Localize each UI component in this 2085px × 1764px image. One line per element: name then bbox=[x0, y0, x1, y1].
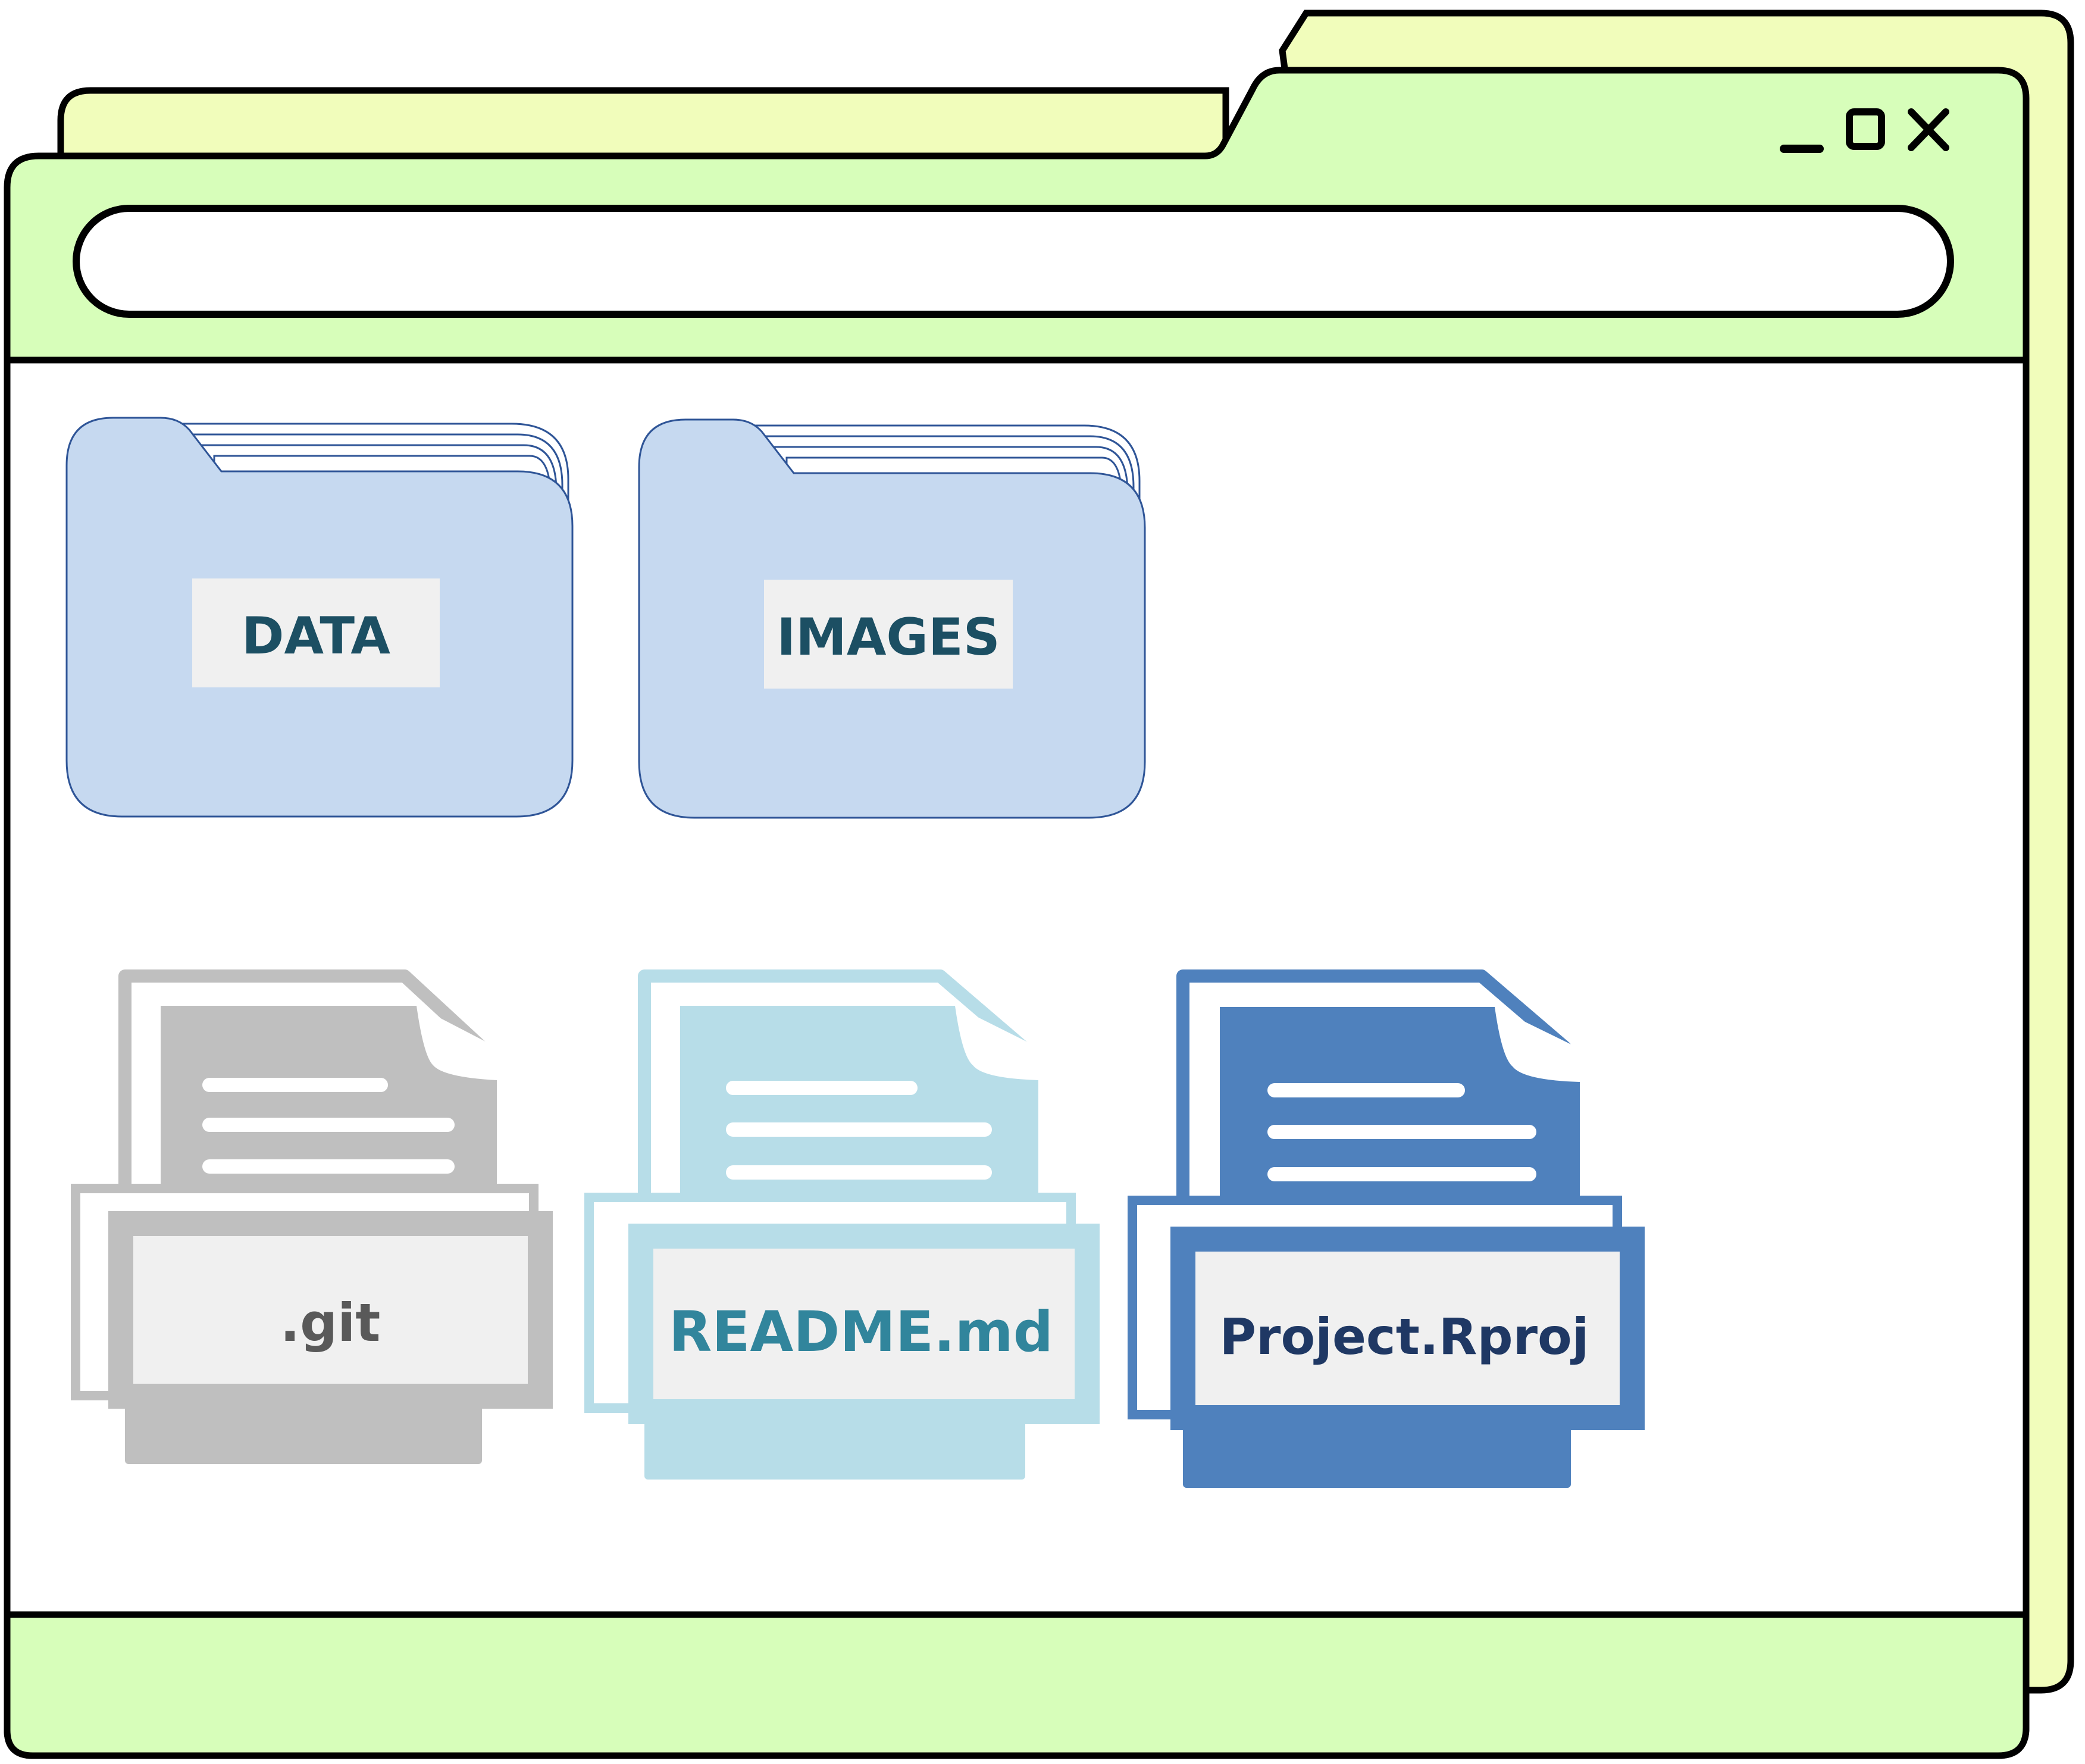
folder-label: IMAGES bbox=[777, 608, 1000, 667]
folder-icon bbox=[65, 417, 574, 818]
file-icon bbox=[1128, 969, 1645, 1488]
folder-images[interactable]: IMAGES bbox=[638, 418, 1146, 819]
address-bar[interactable] bbox=[73, 205, 1954, 318]
status-bar bbox=[4, 1611, 2030, 1759]
file-rproj[interactable]: Project.Rproj bbox=[1128, 969, 1645, 1488]
file-readme[interactable]: README.md bbox=[584, 969, 1100, 1480]
folder-data[interactable]: DATA bbox=[65, 417, 574, 818]
folder-label-bg bbox=[764, 580, 1013, 689]
close-icon[interactable] bbox=[1908, 108, 1949, 151]
file-icon bbox=[584, 969, 1100, 1480]
file-label: README.md bbox=[669, 1300, 1053, 1365]
maximize-icon[interactable] bbox=[1846, 108, 1885, 150]
window-controls bbox=[1780, 108, 1949, 153]
file-label: Project.Rproj bbox=[1219, 1308, 1589, 1366]
folder-label-bg bbox=[192, 578, 440, 687]
file-icon bbox=[71, 969, 553, 1464]
file-git[interactable]: .git bbox=[71, 969, 553, 1464]
folder-label: DATA bbox=[242, 606, 390, 666]
file-label: .git bbox=[280, 1292, 381, 1353]
